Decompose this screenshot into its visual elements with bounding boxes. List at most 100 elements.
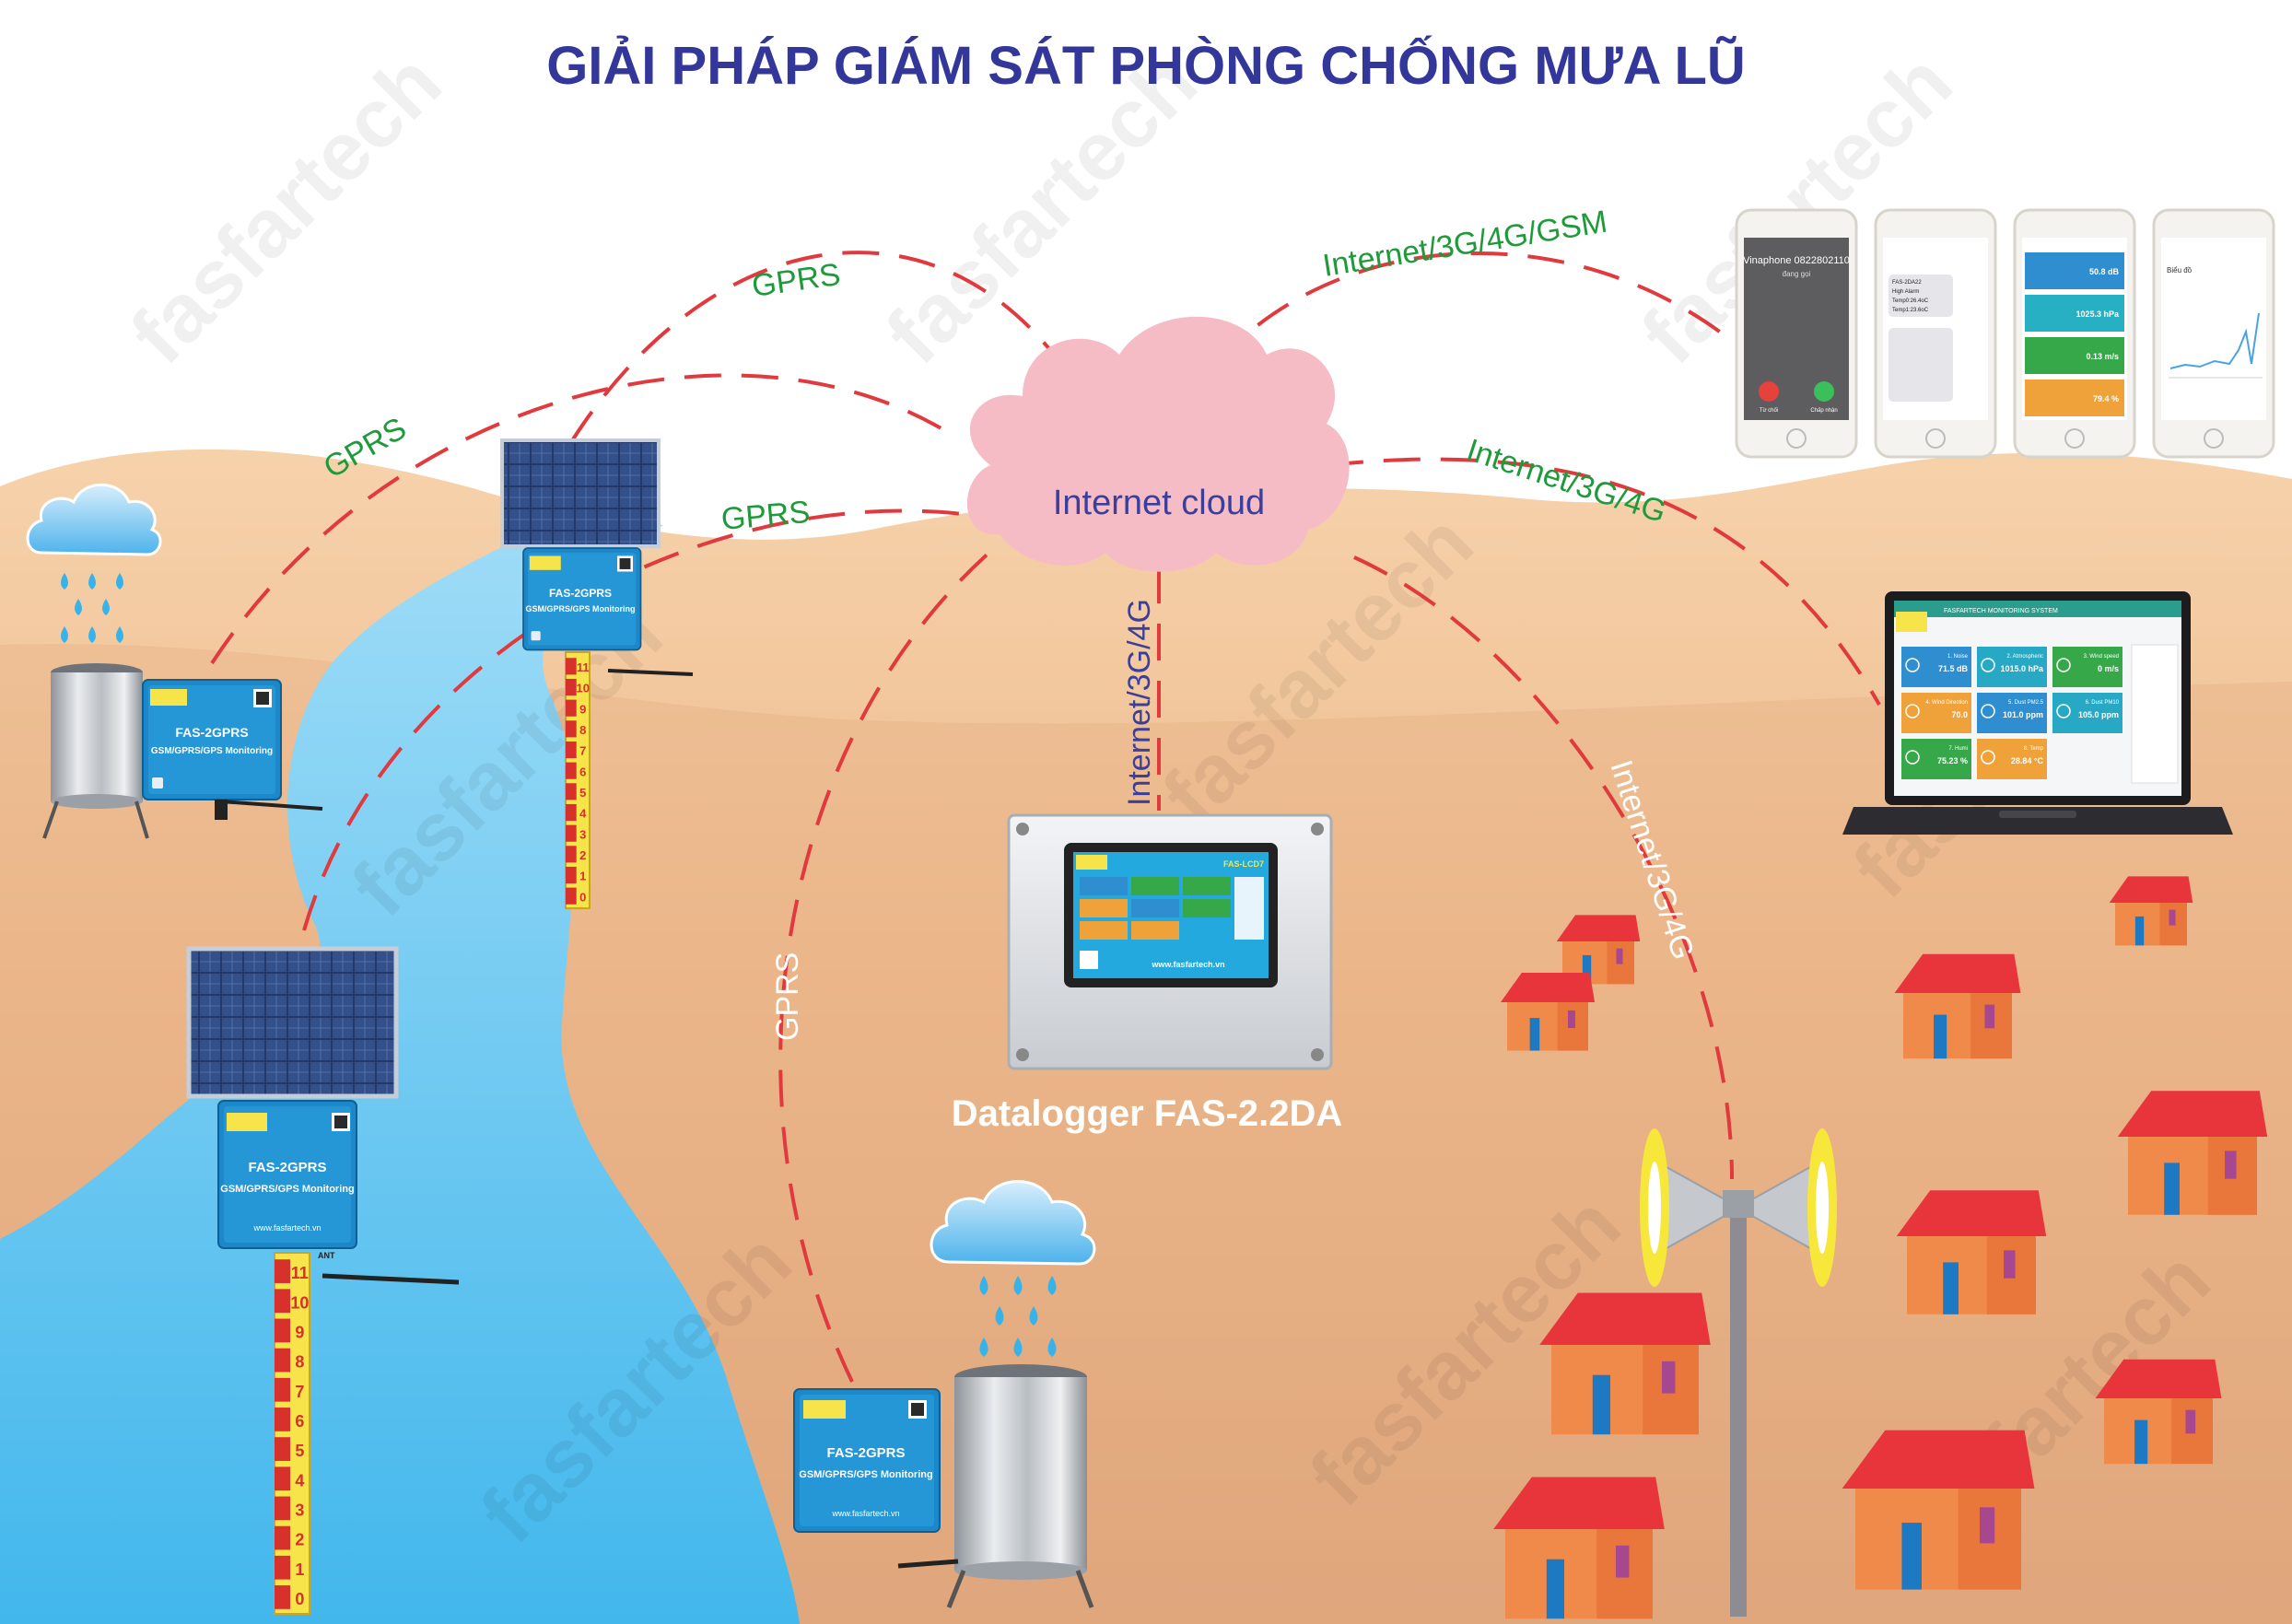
app-value-1: 50.8 dB	[2089, 267, 2120, 276]
dashboard-tile-name: 7. Humi	[1948, 746, 1968, 752]
gauge-tick	[566, 699, 577, 717]
rain-drops-2	[979, 1276, 1057, 1357]
gauge-number: 10	[290, 1293, 309, 1312]
gauge-tick	[566, 762, 577, 779]
gauge-number: 2	[295, 1531, 304, 1549]
device-1-subtitle: GSM/GPRS/GPS Monitoring	[151, 746, 273, 756]
link-raingauge1-cloud	[210, 373, 951, 665]
gauge-number: 4	[579, 807, 587, 821]
gauge-number: 11	[577, 660, 590, 674]
sms-line-3: Temp0:26.4oC	[1892, 298, 1929, 304]
label-cloud-logger: Internet/3G/4G	[1122, 599, 1157, 806]
link-cloud-phones	[1214, 251, 1734, 366]
device-4-subtitle: GSM/GPRS/GPS Monitoring	[799, 1469, 932, 1480]
dashboard-tile-name: 2. Atmospheric	[2006, 654, 2043, 660]
gauge-tick	[275, 1318, 291, 1343]
device-3-url: www.fasfartech.vn	[252, 1223, 321, 1233]
dashboard-tile-name: 4. Wind Direction	[1925, 700, 1968, 706]
gauge-number: 8	[295, 1353, 304, 1372]
gprs-device-3: FAS-2GPRS GSM/GPRS/GPS Monitoring www.fa…	[217, 1100, 460, 1285]
device-4-model: FAS-2GPRS	[826, 1445, 905, 1461]
house	[1894, 953, 2021, 1059]
dashboard-tile-name: 1. Noise	[1947, 654, 1969, 660]
gauge-tick	[566, 887, 577, 905]
gauge-number: 1	[579, 870, 586, 883]
dashboard-side-panel	[2131, 644, 2179, 784]
gauge-tick	[275, 1348, 291, 1373]
water-gauge-2	[274, 1252, 310, 1615]
dashboard-tile-value: 75.23 %	[1937, 756, 1968, 765]
gauge-tick	[275, 1377, 291, 1402]
gauge-number: 3	[295, 1501, 304, 1519]
gauge-tick	[566, 678, 577, 696]
gauge-tick	[275, 1289, 291, 1314]
gauge-tick	[275, 1408, 291, 1431]
dashboard-tile-value: 101.0 ppm	[2003, 710, 2043, 719]
app-value-2: 1025.3 hPa	[2076, 310, 2120, 319]
gauge-tick	[275, 1555, 291, 1580]
internet-cloud: Internet cloud	[966, 316, 1350, 572]
sms-line-1: FAS-2DA22	[1892, 280, 1922, 286]
house	[1539, 1292, 1711, 1435]
gauge-number: 8	[579, 723, 586, 737]
gauge-tick	[275, 1466, 291, 1491]
house	[2095, 1359, 2222, 1465]
device-3-ant: ANT	[318, 1251, 335, 1260]
label-gprs-3: GPRS	[719, 495, 811, 537]
dashboard-tile-name: 5. Dust PM2.5	[2008, 700, 2044, 706]
rain-cloud-1	[26, 483, 162, 556]
dashboard-header: FASFARTECH MONITORING SYSTEM	[1944, 608, 2058, 614]
dashboard-tile-value: 0 m/s	[2098, 664, 2119, 673]
device-2-model: FAS-2GPRS	[549, 587, 612, 600]
dashboard-tile: 4. Wind Direction 70.0	[1901, 693, 1971, 733]
gauge-tick	[566, 846, 577, 863]
device-3-model: FAS-2GPRS	[248, 1160, 326, 1175]
gauge-tick	[275, 1525, 291, 1550]
device-4-url: www.fasfartech.vn	[831, 1509, 899, 1518]
rain-drops-1	[61, 573, 123, 643]
phone-call-sub: đang gọi	[1783, 270, 1811, 278]
gauge-tick	[566, 803, 577, 822]
gauge-number: 11	[291, 1264, 309, 1282]
rain-bucket-2	[946, 1364, 1094, 1608]
gauge-tick	[566, 741, 577, 759]
datalogger-brand: FAS-LCD7	[1223, 859, 1264, 869]
link-cloud-siren	[1353, 555, 1734, 1180]
gauge-number: 5	[579, 786, 586, 800]
phone-sms: FAS-2DA22 High Alarm Temp0:26.4oC Temp1:…	[1874, 208, 1997, 459]
gauge-number: 3	[579, 827, 586, 841]
gauge-number: 5	[295, 1442, 304, 1460]
house	[1896, 1190, 2047, 1314]
siren-tower	[1640, 1128, 1837, 1617]
label-cloud-phones: Internet/3G/4G/GSM	[1320, 204, 1609, 284]
gauge-number: 9	[295, 1323, 304, 1341]
gauge-number: 9	[579, 702, 586, 716]
dashboard-tile: 5. Dust PM2.5 101.0 ppm	[1977, 693, 2047, 733]
gauge-number: 6	[579, 765, 586, 778]
gprs-device-2: FAS-2GPRS GSM/GPRS/GPS Monitoring	[522, 547, 694, 676]
dashboard-tile-name: 8. Temp	[2024, 746, 2044, 752]
gauge-tick	[566, 783, 577, 800]
dashboard-tile-value: 105.0 ppm	[2078, 710, 2119, 719]
dashboard-tile: 1. Noise 71.5 dB	[1901, 647, 1971, 687]
dashboard-tile-value: 70.0	[1951, 710, 1968, 719]
phone-accept: Chấp nhận	[1810, 408, 1837, 414]
river	[0, 516, 800, 1624]
gauge-number: 0	[579, 890, 586, 904]
gauge-tick	[275, 1259, 291, 1283]
page-title: GIẢI PHÁP GIÁM SÁT PHÒNG CHỐNG MƯA LŨ	[546, 36, 1746, 96]
house	[1842, 1430, 2035, 1590]
gauge-tick	[275, 1496, 291, 1521]
phone-call-name: Vinaphone 0822802110	[1743, 255, 1850, 266]
label-gprs-4: GPRS	[770, 952, 805, 1041]
datalogger-label: Datalogger FAS-2.2DA	[952, 1093, 1343, 1134]
dashboard-tile-value: 71.5 dB	[1938, 664, 1969, 673]
gauge-number: 6	[295, 1412, 304, 1431]
device-1-model: FAS-2GPRS	[175, 725, 248, 740]
